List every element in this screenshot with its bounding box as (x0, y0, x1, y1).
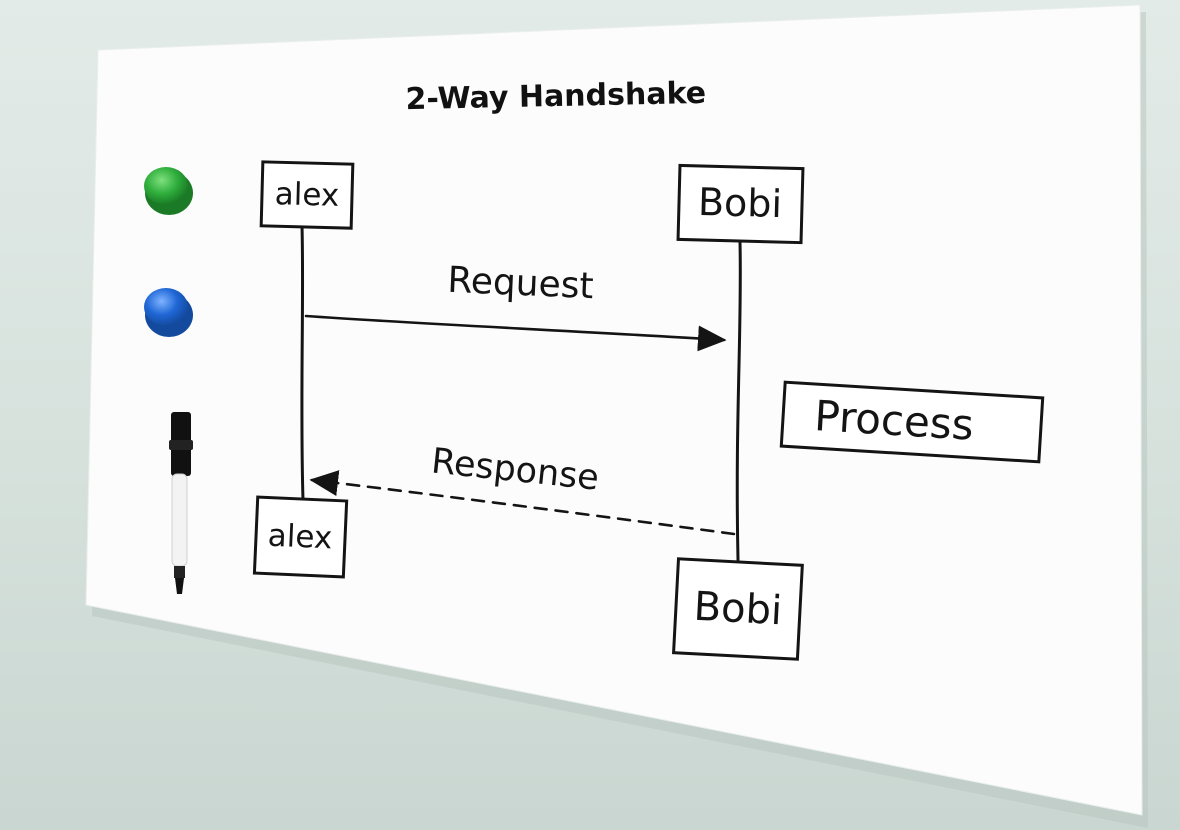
participant-box-bobi-top: Bobi (676, 163, 805, 245)
whiteboard-marker-icon[interactable] (169, 412, 193, 594)
request-arrow (304, 314, 727, 352)
participant-box-alex-bottom: alex (252, 495, 349, 579)
lifeline-bobi (735, 240, 742, 562)
diagram-title: 2-Way Handshake (405, 76, 706, 117)
green-magnet[interactable] (144, 167, 193, 215)
participant-label-bobi-bottom: Bobi (693, 584, 784, 635)
participant-box-alex-top: alex (259, 160, 355, 230)
process-label: Process (813, 391, 975, 450)
response-arrow (309, 470, 736, 536)
process-box: Process (779, 380, 1045, 464)
request-label: Request (447, 260, 595, 307)
participant-label-alex-top: alex (274, 176, 339, 214)
participant-label-alex-bottom: alex (267, 518, 333, 557)
participant-label-bobi-top: Bobi (697, 180, 782, 226)
blue-magnet[interactable] (144, 288, 193, 337)
lifeline-alex (300, 224, 305, 502)
participant-box-bobi-bottom: Bobi (671, 557, 804, 661)
